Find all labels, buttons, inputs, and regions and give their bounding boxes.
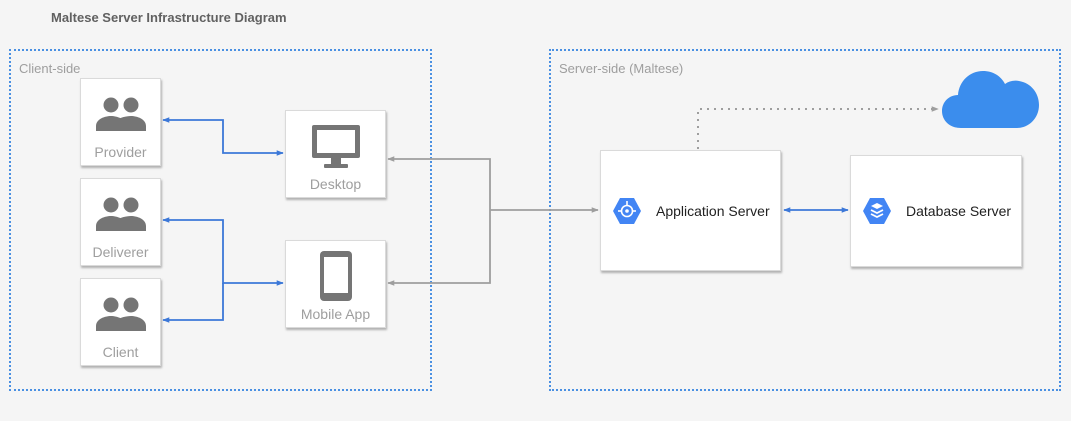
gcp-datastore-icon	[863, 198, 891, 224]
cloud-icon	[942, 71, 1039, 128]
people-icon	[96, 297, 146, 331]
client-node[interactable]: Client	[80, 278, 161, 366]
database-server-node[interactable]: Database Server	[850, 155, 1022, 267]
mobile-app-node[interactable]: Mobile App	[285, 240, 386, 328]
application-server-label: Application Server	[656, 203, 770, 219]
server-side-group-label: Server-side (Maltese)	[559, 61, 684, 76]
provider-label: Provider	[94, 144, 147, 160]
database-server-label: Database Server	[906, 203, 1012, 219]
application-server-node[interactable]: Application Server	[600, 150, 781, 271]
mobile-app-label: Mobile App	[300, 306, 371, 322]
client-side-group: Client-side	[9, 49, 432, 391]
client-label: Client	[102, 344, 139, 360]
deliverer-node[interactable]: Deliverer	[80, 178, 161, 266]
provider-desktop-connector	[162, 117, 284, 156]
provider-node[interactable]: Provider	[80, 78, 161, 166]
desktop-node[interactable]: Desktop	[285, 110, 386, 198]
appserver-cloud-connector	[697, 106, 939, 149]
people-icon	[96, 97, 146, 131]
smartphone-icon	[320, 251, 352, 301]
monitor-icon	[312, 125, 360, 168]
server-side-group: Server-side (Maltese)	[549, 49, 1061, 391]
gcp-app-engine-icon	[613, 198, 641, 224]
deliverer-label: Deliverer	[92, 244, 149, 260]
deliverer-mobile-connector	[162, 217, 284, 286]
desktop-label: Desktop	[309, 176, 362, 192]
client-side-group-label: Client-side	[19, 61, 81, 76]
desktop-appserver-connector	[387, 156, 491, 286]
people-icon	[96, 197, 146, 231]
client-mobile-connector	[162, 283, 224, 323]
diagram-title: Maltese Server Infrastructure Diagram	[51, 10, 287, 25]
